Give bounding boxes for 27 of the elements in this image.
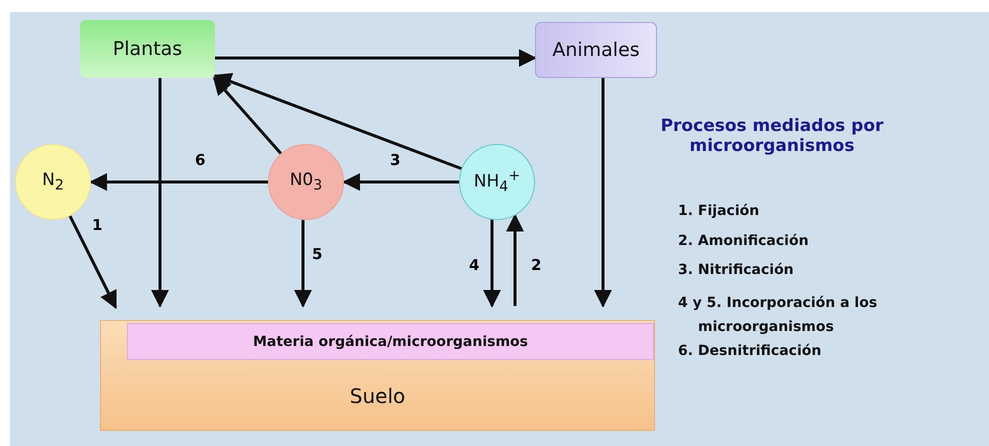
arrow <box>506 214 524 306</box>
list-heading: Procesos mediados por microorganismos <box>660 116 884 156</box>
arrow <box>89 173 268 191</box>
arrow <box>594 78 612 308</box>
arrow <box>215 49 537 67</box>
arrow <box>483 220 501 308</box>
arrow <box>342 173 459 191</box>
node-label: Animales <box>552 39 640 61</box>
arrow <box>151 78 169 308</box>
node-label: Plantas <box>112 38 182 60</box>
arrow <box>213 72 462 170</box>
organic-matter-band <box>127 323 654 360</box>
list-item: 6. Desnitrificación <box>678 343 822 359</box>
organism-box <box>535 22 657 78</box>
list-item: 2. Amonificación <box>678 233 810 249</box>
node-label: Suelo <box>350 384 406 408</box>
node-label: N$_{2}$ <box>42 170 64 194</box>
node-label: Materia orgánica/microorganismos <box>252 334 528 350</box>
node-label: N0$_{3}$ <box>290 170 322 194</box>
arrow <box>68 215 118 310</box>
arrow <box>294 220 312 308</box>
list-item: 4 y 5. Incorporación a los microorganismos <box>678 294 878 337</box>
organism-box <box>80 20 215 78</box>
list-item: 3. Nitrificación <box>678 262 795 278</box>
soil-box <box>100 320 655 431</box>
list-item: 1. Fijación <box>678 203 760 219</box>
arrow <box>212 76 282 155</box>
